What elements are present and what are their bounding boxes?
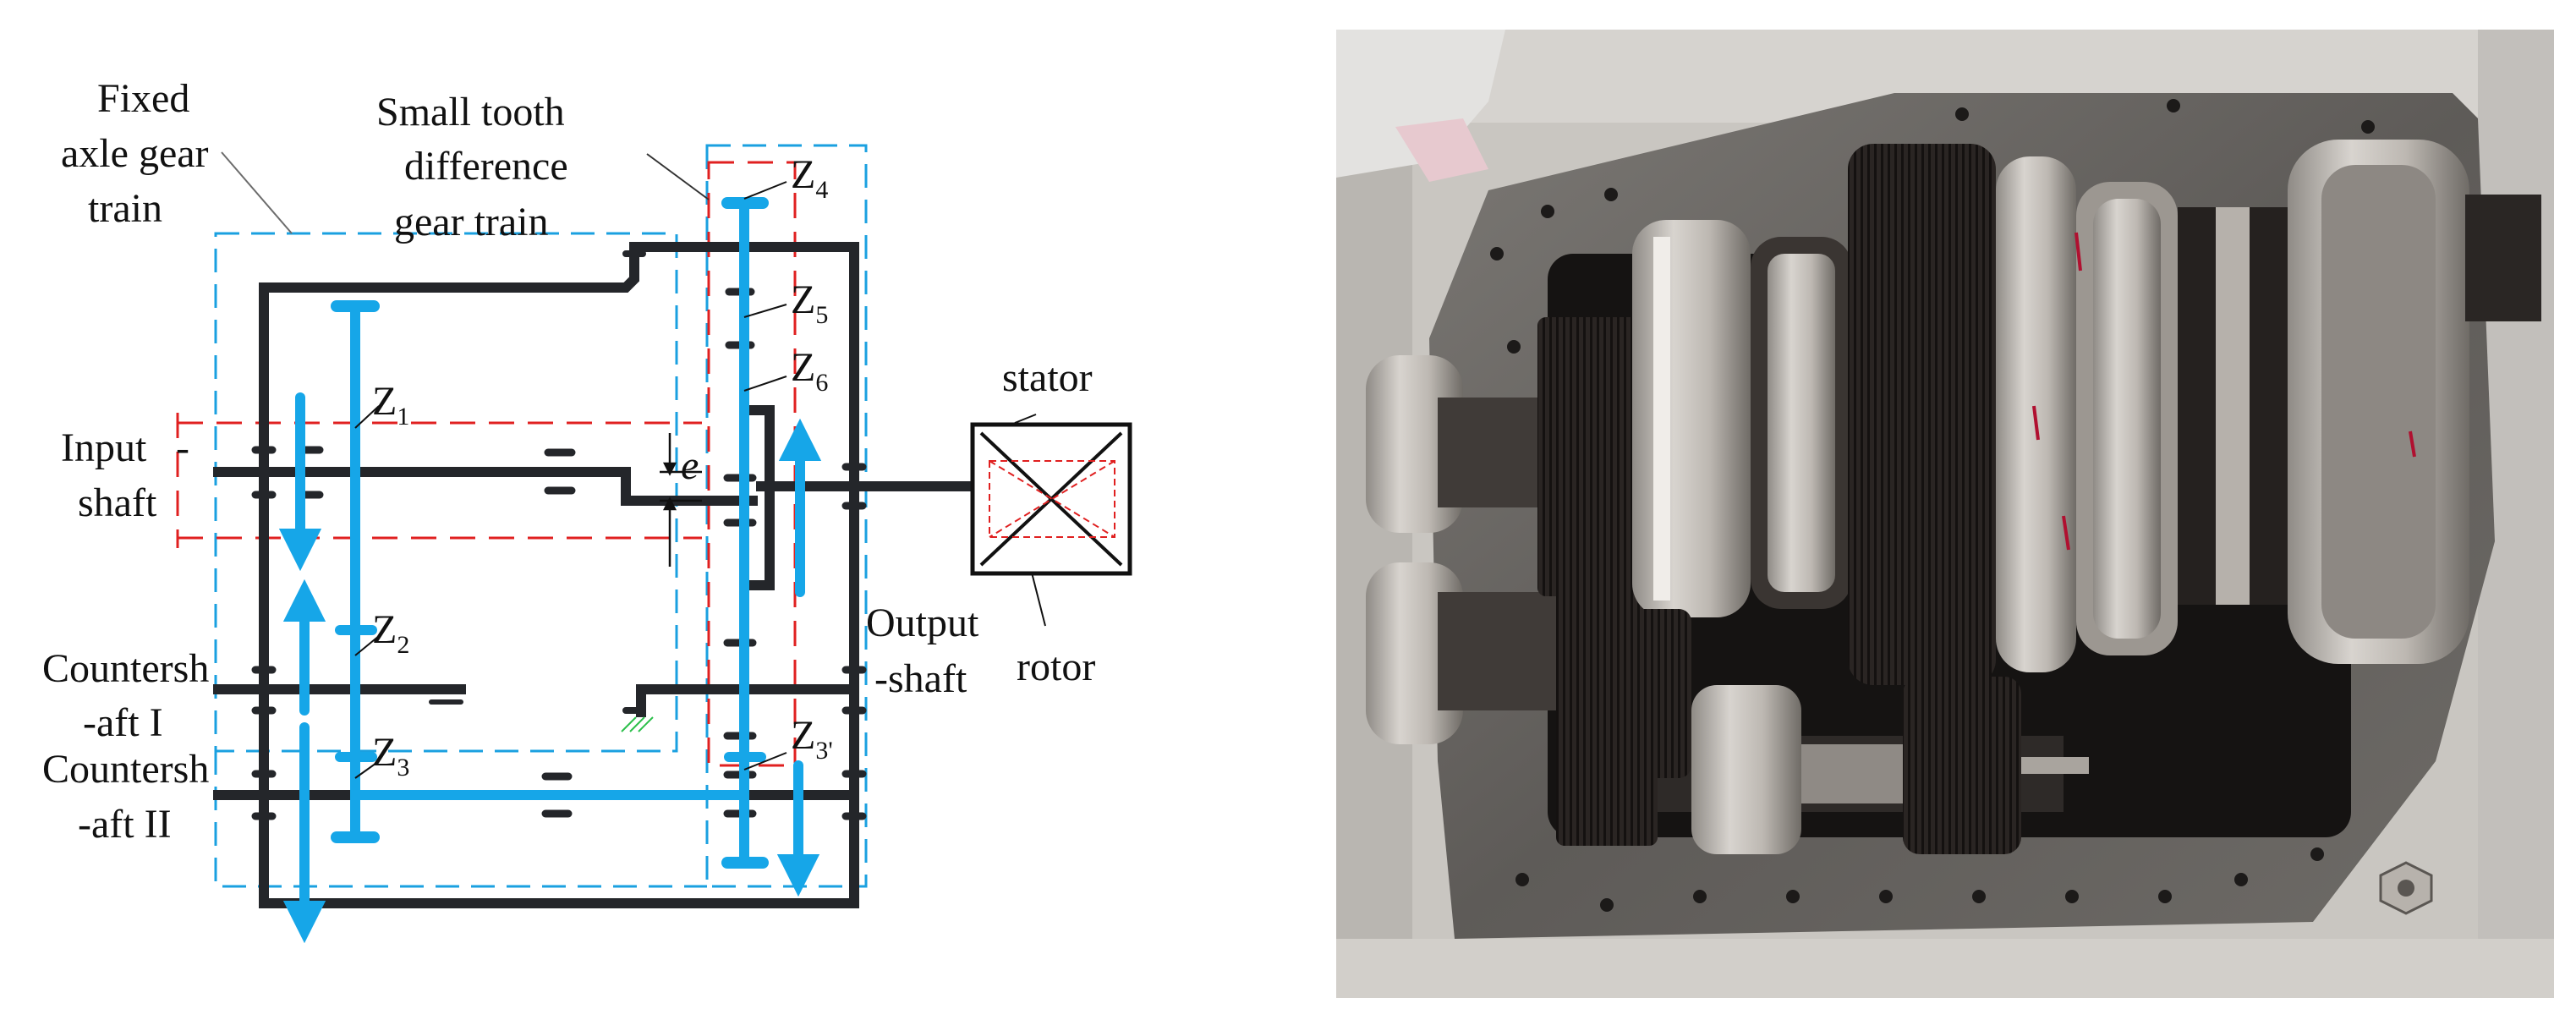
- label-z3-prime: Z3': [791, 713, 833, 765]
- left-shaft-bottom: [1438, 592, 1556, 710]
- label-cs1-2: -aft I: [83, 700, 163, 745]
- eccentric-shaft: [743, 405, 775, 590]
- label-z5: Z5: [791, 277, 828, 329]
- nut-hole: [2398, 880, 2414, 897]
- label-output-2: -shaft: [874, 656, 967, 701]
- housing-left: [259, 242, 859, 908]
- bearing-right-inner: [2321, 165, 2436, 639]
- shafts: [213, 242, 983, 908]
- label-fixed-1: Fixed: [97, 76, 189, 121]
- mid-gear: [1611, 609, 1691, 778]
- cloth: [1336, 30, 1505, 178]
- label-fixed-2: axle gear: [61, 131, 209, 176]
- right-shaft-end: [2465, 195, 2541, 321]
- lower-bearing: [1691, 685, 1801, 854]
- label-rotor: rotor: [1017, 644, 1095, 689]
- label-small-2: difference: [404, 144, 568, 189]
- rail-bottom: [1336, 939, 2554, 998]
- outer-blue-box: [214, 751, 707, 888]
- label-cs2-1: Countersh: [42, 747, 209, 792]
- label-fixed-3: train: [88, 186, 162, 231]
- label-z2: Z2: [372, 607, 409, 659]
- bearing-2-inner: [1768, 254, 1835, 592]
- label-input-dash: -: [176, 425, 189, 470]
- housing-top: [259, 242, 859, 555]
- gear-train-diagram: Fixed axle gear train Small tooth differ…: [42, 76, 1132, 944]
- motor-symbol: [970, 422, 1132, 576]
- train-boxes: [176, 144, 868, 888]
- left-shaft-top: [1438, 398, 1556, 507]
- large-gear: [1848, 144, 1996, 685]
- label-z4: Z4: [791, 152, 828, 204]
- bolt: [2021, 757, 2089, 774]
- label-z6: Z6: [791, 345, 828, 397]
- ring-gear-inner: [2093, 199, 2161, 639]
- eccentric-region-box: [707, 161, 797, 767]
- label-small-1: Small tooth: [376, 90, 565, 134]
- gearbox-photo: [1336, 30, 2554, 998]
- fixed-axle-train-box: [214, 232, 678, 753]
- label-cs2-2: -aft II: [78, 802, 172, 847]
- small-tooth-train-box: [705, 144, 868, 888]
- cloth-pink: [1395, 118, 1488, 182]
- label-input-1: Input: [61, 425, 147, 470]
- label-cs1-1: Countersh: [42, 646, 209, 691]
- label-input-2: shaft: [78, 480, 157, 525]
- lower-collar: [1801, 744, 1903, 803]
- red-marks: [2032, 232, 2416, 551]
- shaft-spacer: [2216, 207, 2250, 605]
- fixed-leader: [221, 151, 293, 234]
- lower-gear: [1903, 677, 2021, 854]
- eccentricity-marker: [660, 433, 702, 567]
- ground-hatch: [621, 716, 654, 732]
- bearing-1-rings: [1653, 237, 1670, 601]
- label-stator: stator: [1002, 355, 1093, 400]
- bearing-1: [1632, 220, 1751, 617]
- label-output-1: Output: [866, 601, 979, 645]
- label-z3: Z3: [372, 730, 409, 781]
- label-small-3: gear train: [394, 200, 549, 244]
- power-flow: [278, 197, 822, 944]
- rotor-dashed: [989, 460, 1115, 538]
- label-e: e: [681, 443, 699, 488]
- label-z1: Z1: [372, 379, 409, 430]
- small-leader: [646, 153, 710, 200]
- diagram-labels: Fixed axle gear train Small tooth differ…: [42, 76, 1095, 847]
- small-gear-top: [1537, 317, 1639, 596]
